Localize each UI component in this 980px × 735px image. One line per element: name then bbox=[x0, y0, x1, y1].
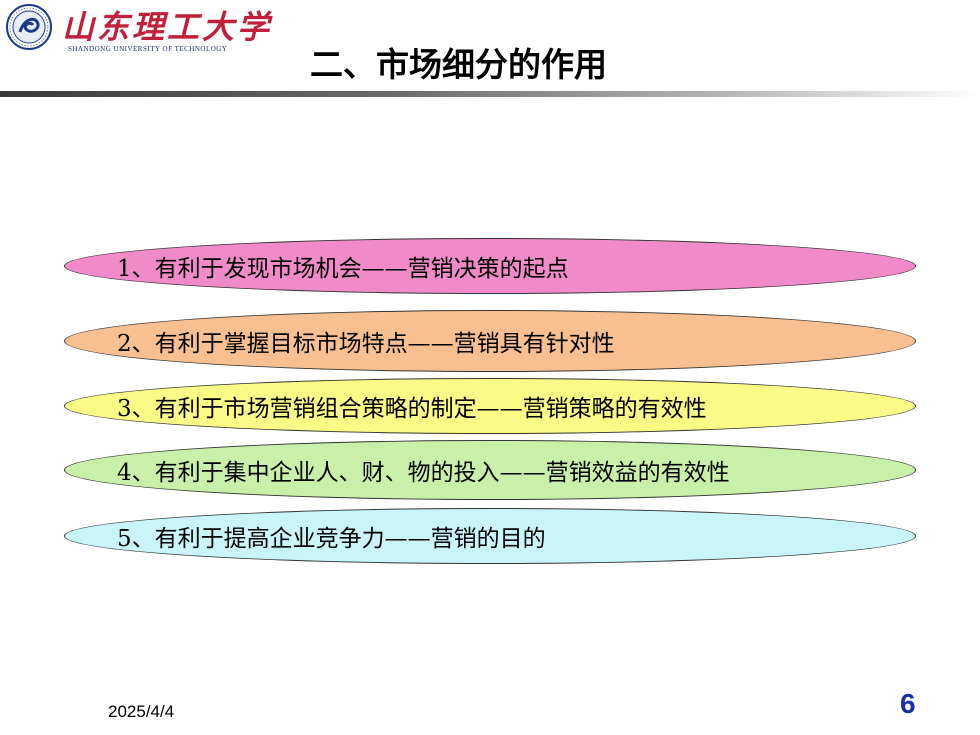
header-divider bbox=[0, 91, 980, 97]
list-item: 3、有利于市场营销组合策略的制定——营销策略的有效性 bbox=[64, 378, 916, 434]
list-item: 5、有利于提高企业竞争力——营销的目的 bbox=[64, 508, 916, 564]
list-item: 2、有利于掌握目标市场特点——营销具有针对性 bbox=[64, 310, 916, 372]
page-title: 二、市场细分的作用 bbox=[310, 45, 607, 84]
list-item-text: 2、有利于掌握目标市场特点——营销具有针对性 bbox=[117, 331, 615, 357]
list-item-text: 1、有利于发现市场机会——营销决策的起点 bbox=[117, 256, 569, 282]
list-item-text: 3、有利于市场营销组合策略的制定——营销策略的有效性 bbox=[117, 396, 707, 422]
university-emblem-icon bbox=[6, 4, 52, 50]
footer-date: 2025/4/4 bbox=[108, 702, 175, 721]
logo-english-name: SHANDONG UNIVERSITY OF TECHNOLOGY bbox=[68, 45, 228, 53]
list-item-text: 4、有利于集中企业人、财、物的投入——营销效益的有效性 bbox=[117, 460, 730, 486]
page-number: 6 bbox=[900, 688, 916, 719]
list-item-text: 5、有利于提高企业竞争力——营销的目的 bbox=[117, 526, 546, 552]
list-item: 1、有利于发现市场机会——营销决策的起点 bbox=[64, 238, 916, 294]
logo-chinese-name: 山东理工大学 bbox=[62, 8, 273, 46]
list-item: 4、有利于集中企业人、财、物的投入——营销效益的有效性 bbox=[64, 440, 916, 500]
